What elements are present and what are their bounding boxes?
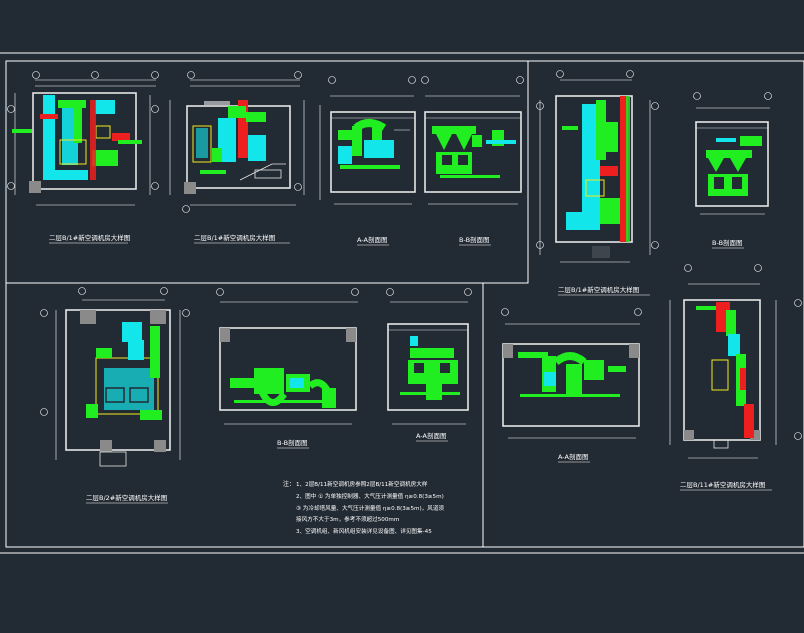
view-10-section [501,308,642,439]
view-9-section [386,288,472,425]
view-title-7: 二层B/2#新空调机房大样图 [86,493,167,502]
view-4-section [421,76,524,205]
view-title-6: B-B剖面图 [712,238,743,247]
view-title-5: 二层B/1#新空调机房大样图 [558,285,639,294]
view-title-8: B-B剖面图 [277,438,308,447]
view-title-11: 二层B/11#新空调机房大样图 [680,480,765,489]
supply-duct [43,95,55,173]
view-titles: 二层B/1#新空调机房大样图 二层B/1#新空调机房大样图 A-A剖面图 B-B… [49,233,772,504]
view-5-plan [536,70,659,263]
view-8-section [216,288,359,425]
note-line-3: ③ 为冷却塔风量、大气压计测量值 η≥0.8(3≥5m)，风道须 [296,504,444,512]
view-2-plan [169,71,305,213]
note-line-5: 3、空调机组、新风机组安装详见设备图、详见图集-45 [296,527,432,535]
view-title-4: B-B剖面图 [459,235,490,244]
note-line-2: 2、图中 ① 为单独控制器、大气压计测量值 η≥0.8(3≥5m) [296,492,444,500]
axis-bubble [32,71,40,79]
notes-prefix: 注： [283,480,295,488]
drawing-frame [5,60,804,548]
column [29,181,41,193]
view-title-10: A-A剖面图 [558,452,588,461]
view-3-section [319,76,416,205]
view-title-9: A-A剖面图 [416,431,446,440]
view-11-plan [669,264,802,459]
general-notes: 注： 1、2层B/11新空调机房参照2层B/11新空调机房大样 2、图中 ① 为… [283,480,444,535]
view-title-3: A-A剖面图 [357,235,387,244]
view-7-plan [40,287,190,467]
view-title-2: 二层B/1#新空调机房大样图 [194,233,275,242]
view-6-section [693,92,772,215]
air-handling-unit [92,150,118,166]
view-1-plan [7,71,159,206]
view-title-1: 二层B/1#新空调机房大样图 [49,233,130,242]
axis-bubble [91,71,99,79]
note-line-1: 1、2层B/11新空调机房参照2层B/11新空调机房大样 [296,480,428,488]
axis-bubble [151,71,159,79]
note-line-4: 接风方不大于3m，参考不须超过500mm [296,515,399,523]
